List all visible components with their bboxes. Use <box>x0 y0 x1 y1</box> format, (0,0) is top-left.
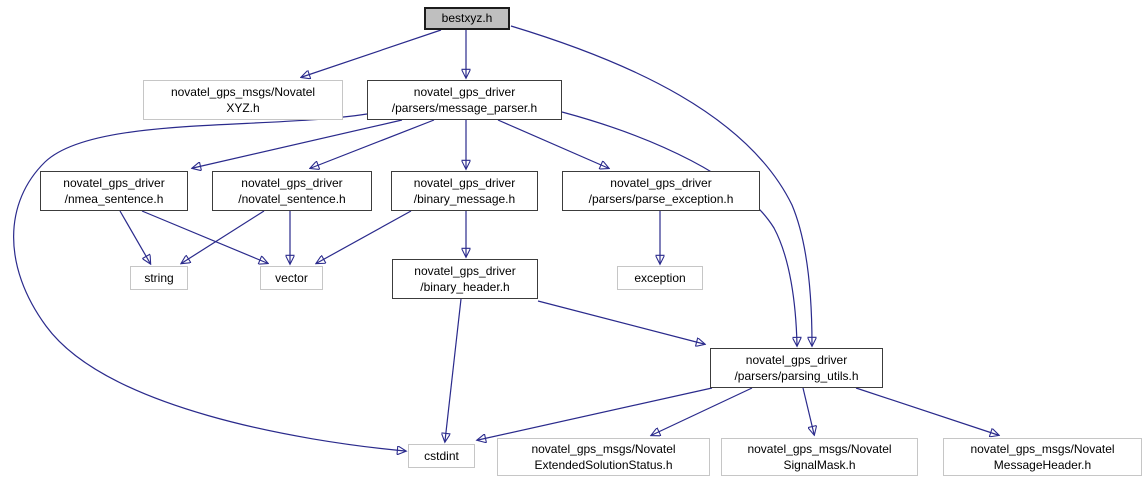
edge-nmea-sentence-to-vector <box>141 210 267 263</box>
edge-message-parser-to-parse-exception <box>497 119 608 168</box>
edge-parsing-utils-to-signal-mask <box>802 387 814 434</box>
node-parsing-utils[interactable]: novatel_gps_driver /parsers/parsing_util… <box>710 348 883 388</box>
node-novatel-xyz: novatel_gps_msgs/Novatel XYZ.h <box>143 80 343 120</box>
edge-binary-message-to-vector <box>317 210 412 263</box>
node-exception: exception <box>617 266 703 290</box>
edge-bestxyz-to-novatel-xyz <box>302 29 442 77</box>
edge-parsing-utils-to-ext-solution-status <box>652 387 753 435</box>
node-novatel-sentence[interactable]: novatel_gps_driver /novatel_sentence.h <box>212 171 372 211</box>
node-ext-solution-status: novatel_gps_msgs/Novatel ExtendedSolutio… <box>497 438 710 476</box>
edge-parsing-utils-to-cstdint <box>478 387 713 440</box>
edge-bestxyz-to-parsing-utils <box>510 25 812 345</box>
edge-binary-header-to-cstdint <box>445 298 462 441</box>
node-binary-header[interactable]: novatel_gps_driver /binary_header.h <box>392 259 538 299</box>
edge-message-parser-to-novatel-sentence <box>311 119 435 168</box>
edge-message-parser-to-parsing-utils <box>561 111 797 345</box>
edge-novatel-sentence-to-string <box>182 210 265 263</box>
node-message-header: novatel_gps_msgs/Novatel MessageHeader.h <box>943 438 1142 476</box>
node-string: string <box>130 266 188 290</box>
node-parse-exception[interactable]: novatel_gps_driver /parsers/parse_except… <box>562 171 760 211</box>
node-vector: vector <box>260 266 323 290</box>
edge-nmea-sentence-to-string <box>119 210 150 263</box>
edge-message-parser-to-nmea-sentence <box>193 119 403 168</box>
edge-binary-header-to-parsing-utils <box>537 300 704 344</box>
node-signal-mask: novatel_gps_msgs/Novatel SignalMask.h <box>721 438 918 476</box>
node-cstdint: cstdint <box>408 444 475 468</box>
node-binary-message[interactable]: novatel_gps_driver /binary_message.h <box>391 171 538 211</box>
node-nmea-sentence[interactable]: novatel_gps_driver /nmea_sentence.h <box>40 171 188 211</box>
edge-message-parser-to-cstdint <box>13 113 405 451</box>
node-bestxyz: bestxyz.h <box>424 7 510 30</box>
node-message-parser[interactable]: novatel_gps_driver /parsers/message_pars… <box>367 80 562 120</box>
edge-parsing-utils-to-message-header <box>855 387 998 435</box>
